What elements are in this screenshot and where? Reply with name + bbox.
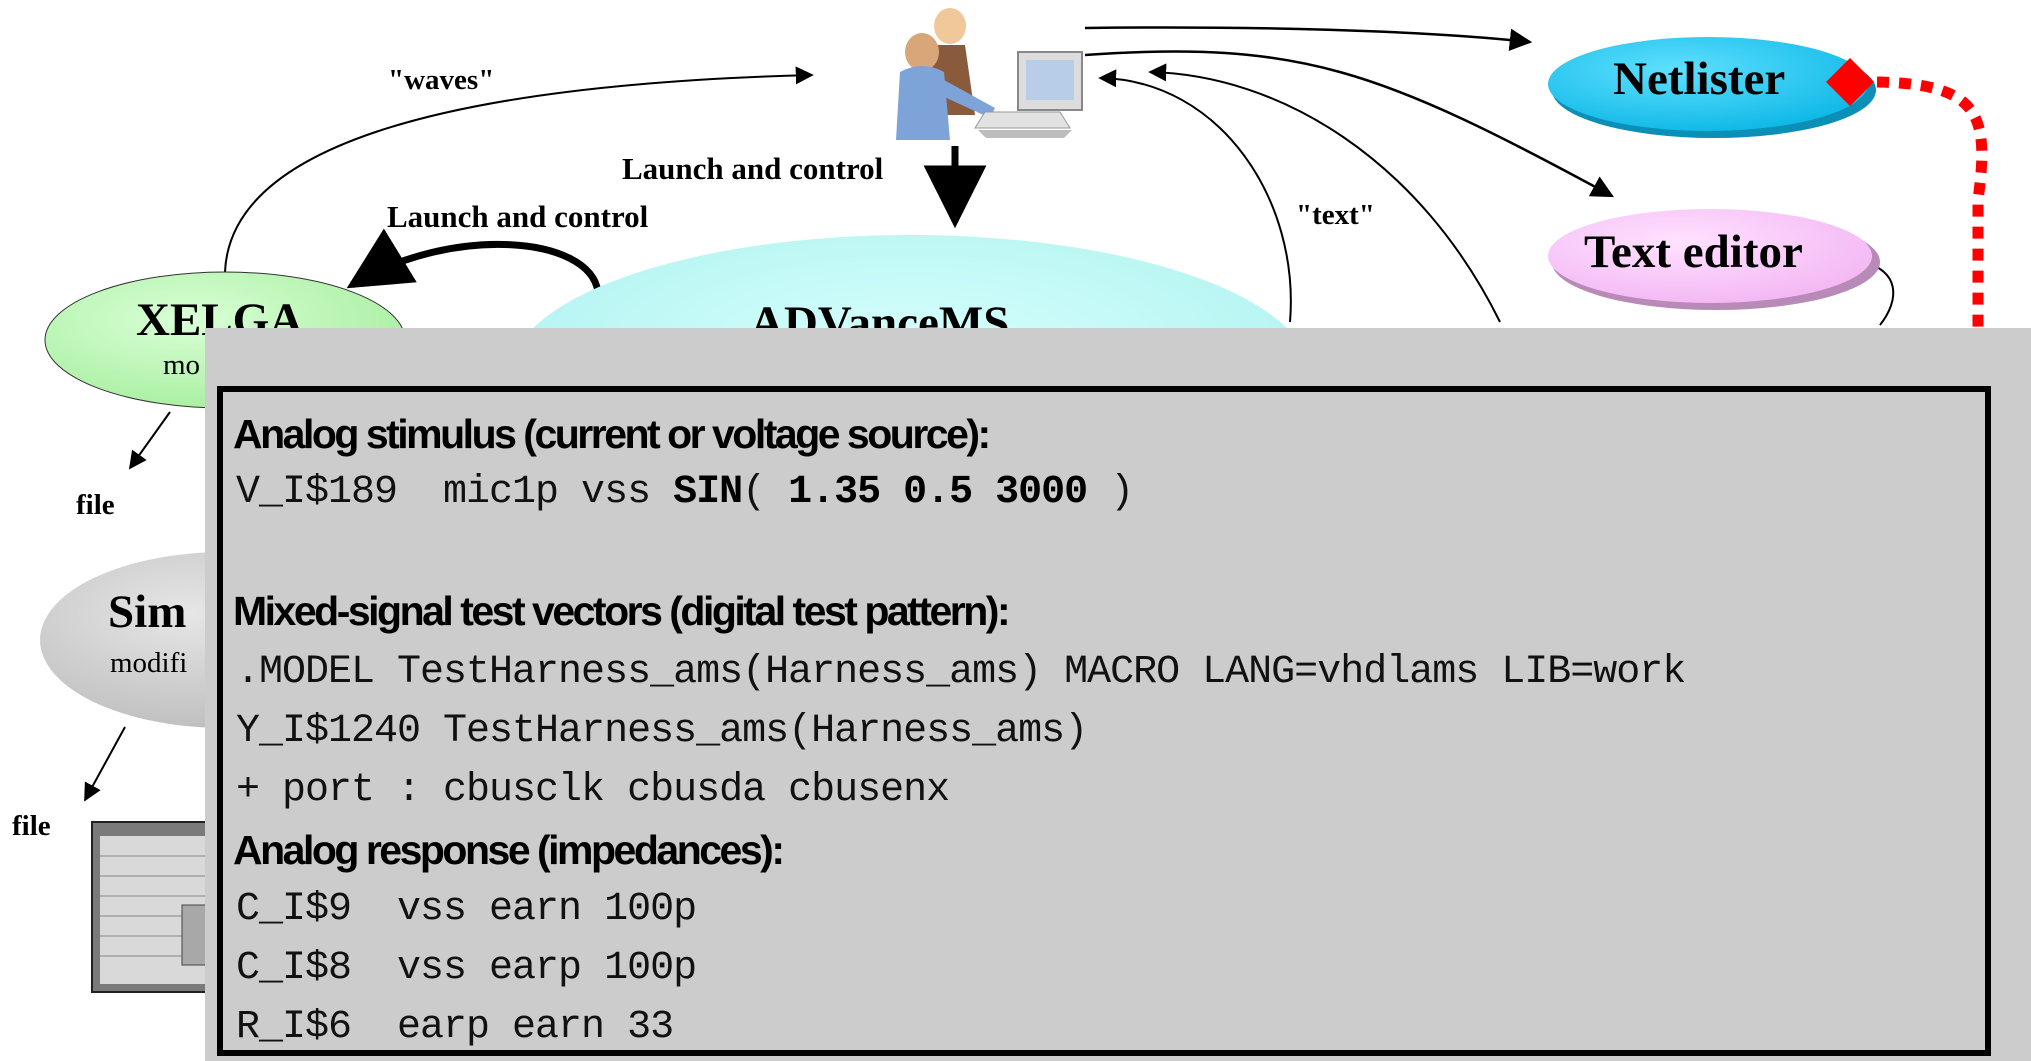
code-line-c8: C_I$8 vss earp 100p xyxy=(236,946,697,991)
popup-frame xyxy=(217,386,1991,1056)
code-line-instance: Y_I$1240 TestHarness_ams(Harness_ams) xyxy=(236,709,1088,754)
code-line-stimulus: V_I$189 mic1p vss SIN( 1.35 0.5 3000 ) xyxy=(236,470,1134,515)
red-diamond-marker xyxy=(1826,58,1874,106)
simvision-sublabel: modifi xyxy=(110,647,188,679)
code-line-c9: C_I$9 vss earn 100p xyxy=(236,887,697,932)
code-line-port: + port : cbusclk cbusda cbusenx xyxy=(236,768,950,813)
code-line-model: .MODEL TestHarness_ams(Harness_ams) MACR… xyxy=(236,650,1686,695)
heading-analog-stimulus: Analog stimulus (current or voltage sour… xyxy=(233,411,991,457)
to-text-editor-arrow xyxy=(1084,50,1614,198)
file-label-1: file xyxy=(76,489,115,521)
to-netlister-arrow xyxy=(1084,26,1533,51)
file-label-2: file xyxy=(12,810,51,842)
person-at-computer-icon xyxy=(896,8,1083,140)
text-editor-node[interactable] xyxy=(1548,209,1880,310)
code-stimulus-pre: V_I$189 mic1p vss xyxy=(236,470,674,515)
file-arrow-1 xyxy=(128,411,171,470)
simvision-label: Sim xyxy=(108,586,187,638)
code-stimulus-params: 1.35 0.5 3000 xyxy=(788,470,1088,515)
xelga-sublabel: mo xyxy=(163,349,201,381)
netlister-shape-face xyxy=(1548,37,1868,131)
code-stimulus-sin: SIN xyxy=(673,470,743,515)
text-return-curve-2 xyxy=(1148,63,1501,323)
text-return-curve xyxy=(1098,69,1292,323)
code-stimulus-mid: ( xyxy=(742,470,789,515)
netlister-label: Netlister xyxy=(1613,53,1786,105)
netlister-node[interactable] xyxy=(1548,37,1876,138)
file-arrow-2 xyxy=(84,726,126,802)
code-stimulus-post: ) xyxy=(1087,470,1134,515)
code-line-r6: R_I$6 earp earn 33 xyxy=(236,1005,674,1050)
launch-control-loop xyxy=(346,228,602,293)
heading-analog-response: Analog response (impedances): xyxy=(233,827,785,873)
text-label: "text" xyxy=(1296,199,1375,231)
netlist-code-popup xyxy=(205,328,2031,1061)
launch-control-label-left: Launch and control xyxy=(387,199,649,234)
heading-test-vectors: Mixed-signal test vectors (digital test … xyxy=(233,588,1011,634)
launch-control-label-top: Launch and control xyxy=(622,151,884,186)
text-editor-label: Text editor xyxy=(1584,226,1803,278)
text-editor-shape-face xyxy=(1548,209,1872,303)
waves-label: "waves" xyxy=(388,64,495,96)
waves-curve xyxy=(224,66,814,273)
